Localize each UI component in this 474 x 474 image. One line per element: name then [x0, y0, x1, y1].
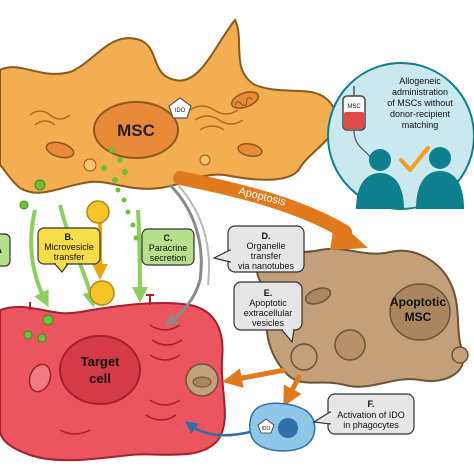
msc-label: MSC	[117, 121, 155, 140]
inset-line4: donor-recipient	[390, 109, 451, 119]
label-box-d-letter: D.	[262, 231, 271, 241]
label-box-f-line1: Activation of IDO	[337, 410, 405, 420]
label-box-b: B. Microvesicle transfer	[37, 227, 101, 273]
label-box-c-letter: C.	[164, 233, 173, 243]
ido-icon	[168, 97, 192, 119]
phagocyte-ido-label: IDO	[262, 426, 271, 432]
target-label-line2: cell	[89, 371, 111, 386]
label-box-f-letter: F.	[367, 399, 374, 409]
msc-er	[189, 105, 244, 131]
apoptotic-body-icon	[334, 329, 366, 361]
mitochondrion-icon	[237, 142, 263, 158]
inset-line3: of MSCs without	[387, 98, 453, 108]
person-icon	[356, 149, 404, 209]
target-er	[59, 324, 183, 435]
ido-icon	[257, 418, 275, 434]
target-nucleus	[59, 335, 141, 405]
label-box-b-line1: Microvesicle	[44, 242, 94, 252]
inset-line2: administration	[392, 87, 448, 97]
ido-label: IDO	[175, 108, 186, 114]
label-box-f: F. Activation of IDO in phagocytes	[312, 393, 415, 435]
msc-nucleus	[93, 101, 179, 159]
label-box-a-letter: A	[0, 245, 2, 256]
phagocyte-to-target-arrow	[184, 421, 251, 437]
label-box-c: C. Paracrine secretion	[141, 228, 195, 266]
checkmark-icon	[399, 146, 430, 172]
mitochondrion-icon	[304, 287, 332, 305]
msc-cell: IDO MSC	[0, 18, 338, 194]
label-box-d-line2: transfer	[251, 251, 282, 261]
label-box-e-line3: vesicles	[252, 318, 285, 328]
iv-bag-label: MSC	[347, 104, 361, 110]
vesicle-to-target-arrow	[222, 367, 286, 388]
inset-line5: matching	[402, 120, 439, 130]
target-cell: Target cell	[0, 294, 226, 462]
vesicle-to-phagocyte-arrow	[283, 373, 303, 407]
vesicle-icon	[83, 158, 97, 172]
label-box-c-line1: Paracrine	[149, 243, 188, 253]
green-arrow-a	[29, 209, 49, 308]
transfer-arrows	[19, 179, 211, 343]
microvesicle-icon	[89, 280, 115, 306]
mitochondrion-icon	[230, 91, 260, 109]
label-box-b-letter: B.	[65, 232, 74, 242]
label-box-d-line3: via nanotubes	[238, 261, 295, 271]
target-label-line1: Target	[81, 354, 120, 369]
msc-er-left	[29, 110, 71, 126]
person-icon	[416, 147, 464, 209]
allogeneic-inset: Allogeneic administration of MSCs withou…	[327, 62, 474, 210]
label-box-d: D. Organelle transfer via nanotubes	[212, 225, 305, 273]
green-arrow-c	[131, 209, 148, 303]
label-box-e-letter: E.	[264, 288, 273, 298]
mitochondrion-icon	[28, 363, 52, 393]
label-box-b-line2: transfer	[54, 252, 85, 262]
nanotube-line	[177, 184, 211, 286]
nanotube-arrow	[165, 183, 203, 326]
phagocyte: IDO	[184, 402, 316, 452]
apoptotic-vesicle-icon	[290, 343, 318, 371]
inset-line1: Allogeneic	[399, 76, 441, 86]
apoptotic-body-icon	[451, 346, 469, 364]
label-box-e-line2: extracellular	[244, 308, 293, 318]
apoptosis-label: Apoptosis	[237, 185, 287, 208]
microvesicle-icon	[86, 200, 110, 224]
label-box-d-line1: Organelle	[246, 241, 285, 251]
apoptotic-vesicles	[185, 343, 318, 407]
mitochondrion-icon	[45, 141, 75, 159]
label-box-f-line2: in phagocytes	[343, 420, 399, 430]
paracrine-dots	[101, 147, 128, 183]
label-box-a: A	[0, 233, 11, 267]
label-box-e-line1: Apoptotic	[249, 298, 287, 308]
apoptotic-label-line1: Apoptotic	[390, 295, 446, 309]
phagocyte-nucleus	[278, 418, 298, 438]
label-box-c-line2: secretion	[150, 253, 187, 263]
apoptotic-label-line2: MSC	[405, 310, 432, 324]
vesicle-icon	[199, 154, 211, 166]
label-box-e: E. Apoptotic extracellular vesicles	[233, 281, 303, 344]
exosome-icons	[19, 179, 54, 343]
apoptotic-nucleus	[389, 283, 451, 341]
msc-cell-body	[0, 18, 338, 194]
